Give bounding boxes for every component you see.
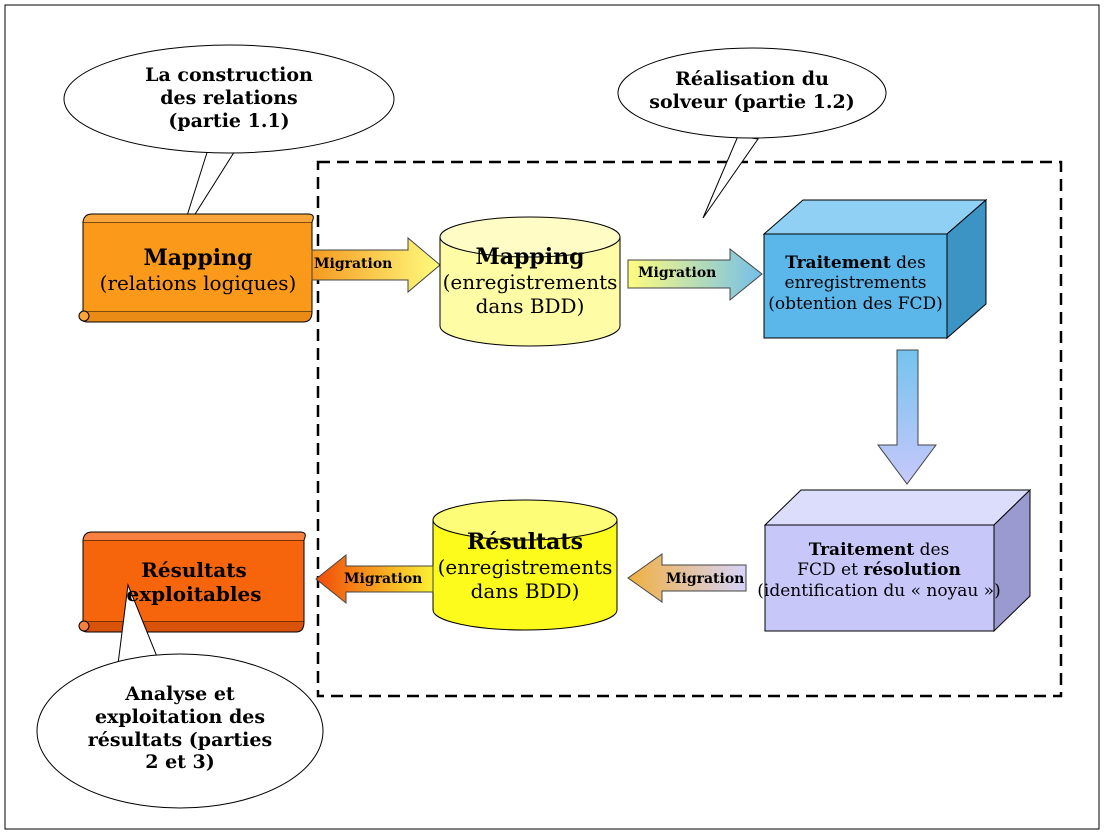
node-line: exploitables [126, 582, 262, 606]
callout-line: résultats (parties [87, 728, 273, 751]
callout-line: Analyse et [125, 683, 235, 705]
callout-line: des relations [160, 86, 298, 109]
node-title-rest: des [890, 253, 926, 273]
migration-label-1: Migration [314, 256, 393, 272]
callout-top-right [617, 47, 887, 219]
migration-arrow-2 [627, 247, 763, 302]
node-line: enregistrements [784, 273, 927, 294]
migration-label-2: Migration [638, 265, 717, 281]
node-subtitle: (relations logiques) [99, 271, 297, 296]
node-title: Résultats [467, 529, 583, 555]
cube-traitement-2-text: Traitement des FCD et résolution (identi… [752, 540, 1006, 601]
callout-line: solveur (partie 1.2) [649, 90, 855, 113]
node-line: (enregistrements [437, 555, 613, 580]
db-resultats-text: Résultats (enregistrements dans BDD) [433, 529, 617, 603]
db-mapping [439, 216, 621, 347]
callout-line: (partie 1.1) [168, 109, 290, 132]
node-title: Mapping [475, 244, 585, 270]
node-line-pre: FCD et [797, 560, 864, 581]
callout-top-right-text: Réalisation du solveur (partie 1.2) [632, 68, 872, 114]
scroll-mapping-text: Mapping (relations logiques) [86, 245, 310, 295]
node-line: dans BDD) [475, 294, 585, 319]
scroll-mapping [78, 213, 314, 323]
migration-arrow-3 [627, 553, 747, 603]
callout-line: La construction [145, 64, 313, 86]
node-line: (enregistrements [442, 270, 618, 295]
node-title-rest: des [914, 540, 950, 560]
callout-bottom-left [36, 583, 324, 809]
callout-line: 2 et 3) [145, 751, 215, 774]
scroll-resultats-text: Résultats exploitables [86, 558, 302, 606]
node-title: Traitement [808, 540, 915, 560]
callout-top-left-text: La construction des relations (partie 1.… [114, 64, 344, 132]
node-title: Mapping [143, 245, 253, 271]
callout-line: exploitation des [94, 705, 266, 728]
cube-traitement-1-text: Traitement des enregistrements (obtentio… [764, 253, 947, 314]
node-line-bold: résolution [863, 560, 961, 581]
node-line: Résultats [141, 558, 247, 582]
node-line: (obtention des FCD) [768, 293, 943, 314]
migration-label-4: Migration [344, 571, 423, 587]
migration-label-3: Migration [666, 571, 745, 587]
node-line: (identification du « noyau ») [757, 580, 1001, 601]
cube-traitement-2 [763, 488, 1032, 633]
node-title: Traitement [785, 253, 891, 273]
db-mapping-text: Mapping (enregistrements dans BDD) [440, 244, 620, 318]
solver-boundary [316, 160, 1063, 698]
down-arrow [877, 349, 937, 485]
callout-line: Réalisation du [675, 68, 829, 90]
migration-arrow-4 [315, 553, 434, 605]
node-line: dans BDD) [470, 579, 580, 604]
cube-traitement-1 [762, 198, 988, 340]
callout-bottom-left-text: Analyse et exploitation des résultats (p… [60, 683, 300, 774]
db-resultats [432, 499, 618, 631]
migration-arrow-1 [311, 236, 441, 294]
